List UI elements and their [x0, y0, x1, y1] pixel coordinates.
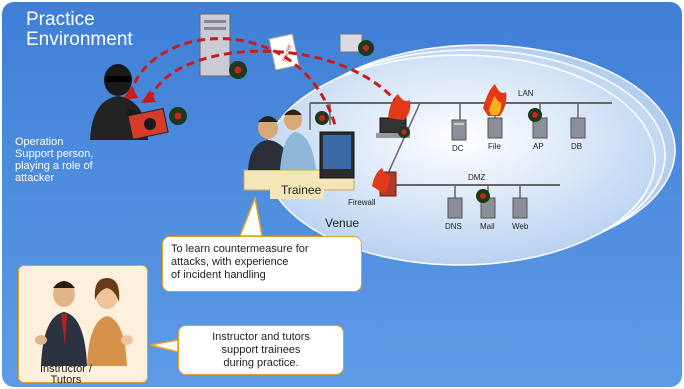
callout-tutors: Instructor and tutors support trainees d…: [178, 325, 344, 375]
server-dns-icon: [447, 197, 463, 219]
secret-document-label: Secret: [282, 44, 293, 63]
secret-document-icon: Secret: [268, 33, 300, 71]
attack-path-inner: [148, 49, 397, 102]
tutors-label: Instructor / Tutors: [40, 363, 92, 386]
firewall-label: Firewall: [348, 198, 376, 207]
lan-label: LAN: [518, 89, 534, 98]
attack-path-outer: [128, 37, 337, 126]
server-web-icon: [512, 197, 528, 219]
server-file-icon: [483, 84, 507, 139]
venue-label: Venue: [325, 216, 360, 230]
callout-trainee: To learn countermeasure for attacks, wit…: [162, 236, 362, 292]
tutors-illustration: [35, 278, 133, 366]
tutor-panel: [18, 265, 148, 383]
server-label-dns: DNS: [445, 222, 462, 231]
server-label-dc: DC: [452, 144, 464, 153]
attacker-server-icon: [199, 13, 247, 79]
firewall-icon: [372, 168, 397, 197]
server-ap-icon: [528, 108, 548, 139]
server-label-file: File: [488, 142, 501, 151]
server-dc-icon: [451, 119, 467, 141]
trainee-label-bg: [270, 179, 324, 199]
remote-server-icon: [339, 33, 374, 56]
trainee-label: Trainee: [281, 183, 322, 197]
attacker-label: Operation Support person, playing a role…: [15, 136, 94, 184]
server-mail-icon: [476, 189, 496, 219]
dmz-label: DMZ: [468, 173, 485, 182]
server-label-web: Web: [512, 222, 529, 231]
server-label-db: DB: [571, 142, 582, 151]
server-label-mail: Mail: [480, 222, 495, 231]
virus-icon-trainee: [315, 111, 329, 125]
attacker-figure: [90, 64, 187, 141]
page-title: Practice Environment: [26, 9, 133, 50]
server-label-ap: AP: [533, 142, 544, 151]
server-db-icon: [570, 117, 586, 139]
